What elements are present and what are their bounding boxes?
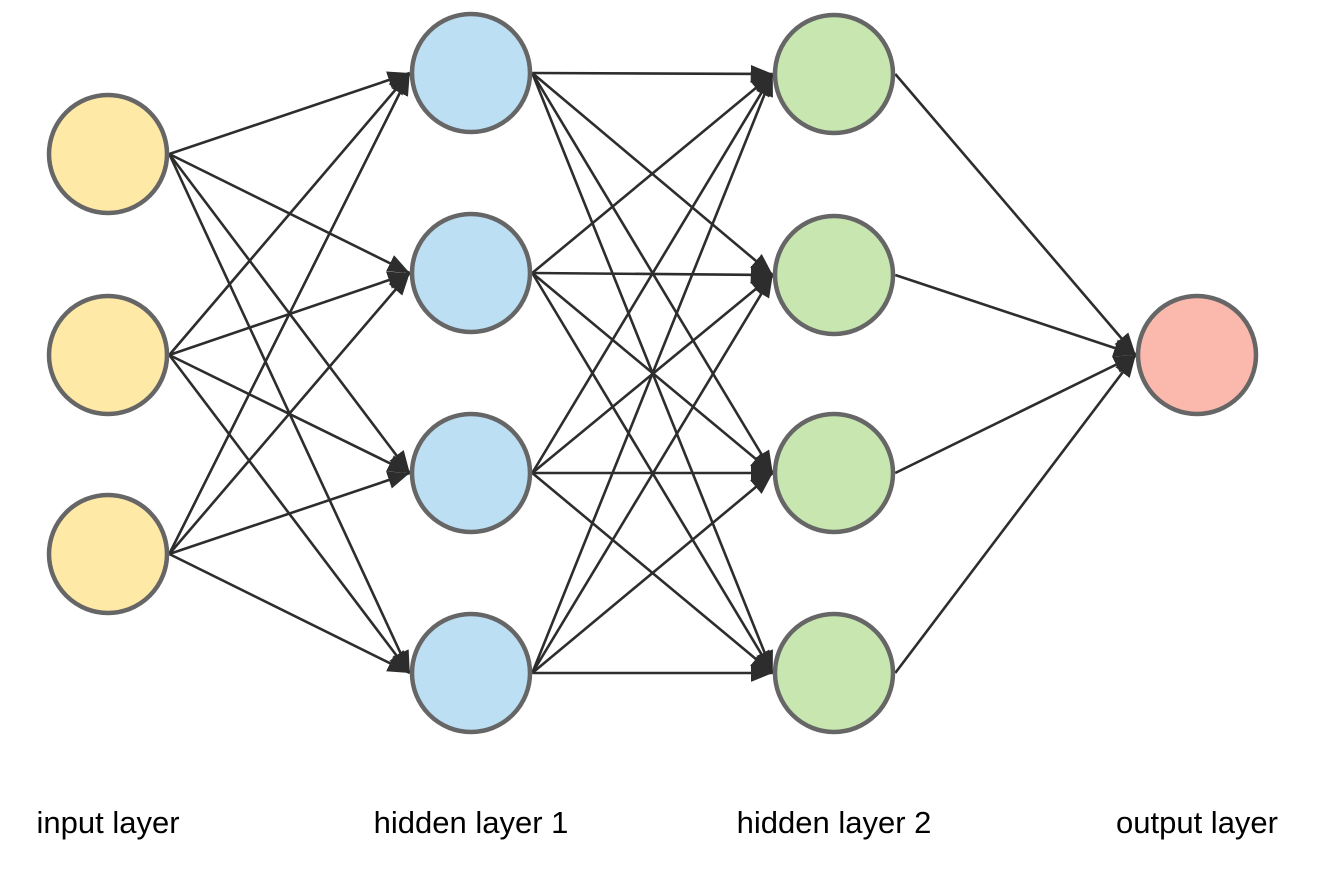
edge-input-3-to-hidden1-1 bbox=[168, 72, 411, 555]
edge-hidden1-4-to-hidden2-1 bbox=[531, 73, 774, 674]
edge-input-3-to-hidden1-4 bbox=[168, 552, 411, 675]
node-output-1 bbox=[1135, 293, 1259, 417]
node-hidden1-1 bbox=[409, 11, 533, 135]
edge-hidden1-4-to-hidden2-2 bbox=[531, 274, 774, 674]
node-hidden2-3 bbox=[772, 411, 896, 535]
edge-input-3-to-hidden1-3 bbox=[168, 471, 411, 556]
layer-label-output: output layer bbox=[1116, 805, 1278, 840]
layer-label-hidden2: hidden layer 2 bbox=[736, 805, 932, 840]
layer-label-hidden1: hidden layer 1 bbox=[373, 805, 569, 840]
edges-group bbox=[168, 64, 1137, 682]
edge-hidden1-2-to-hidden2-1 bbox=[531, 72, 774, 275]
edge-hidden1-3-to-hidden2-1 bbox=[531, 73, 774, 474]
edge-hidden2-4-to-output-1 bbox=[894, 354, 1137, 674]
edge-hidden1-1-to-hidden2-1 bbox=[532, 64, 773, 83]
node-hidden1-2 bbox=[409, 211, 533, 335]
edge-input-3-to-hidden1-2 bbox=[168, 272, 411, 555]
node-hidden1-3 bbox=[409, 411, 533, 535]
node-hidden1-4 bbox=[409, 611, 533, 735]
edge-hidden2-2-to-output-1 bbox=[894, 273, 1137, 357]
edge-input-2-to-hidden1-1 bbox=[168, 72, 411, 356]
node-input-2 bbox=[46, 293, 170, 417]
edge-input-1-to-hidden1-1 bbox=[168, 71, 411, 156]
node-input-1 bbox=[46, 92, 170, 216]
nodes-group bbox=[46, 11, 1259, 735]
edge-hidden1-4-to-hidden2-3 bbox=[531, 472, 774, 674]
node-hidden2-2 bbox=[772, 213, 896, 337]
node-hidden2-1 bbox=[772, 12, 896, 136]
layer-label-input: input layer bbox=[36, 805, 180, 840]
node-input-3 bbox=[46, 492, 170, 616]
edge-hidden2-1-to-output-1 bbox=[894, 73, 1137, 356]
edge-hidden2-3-to-output-1 bbox=[894, 353, 1137, 475]
node-hidden2-4 bbox=[772, 611, 896, 735]
